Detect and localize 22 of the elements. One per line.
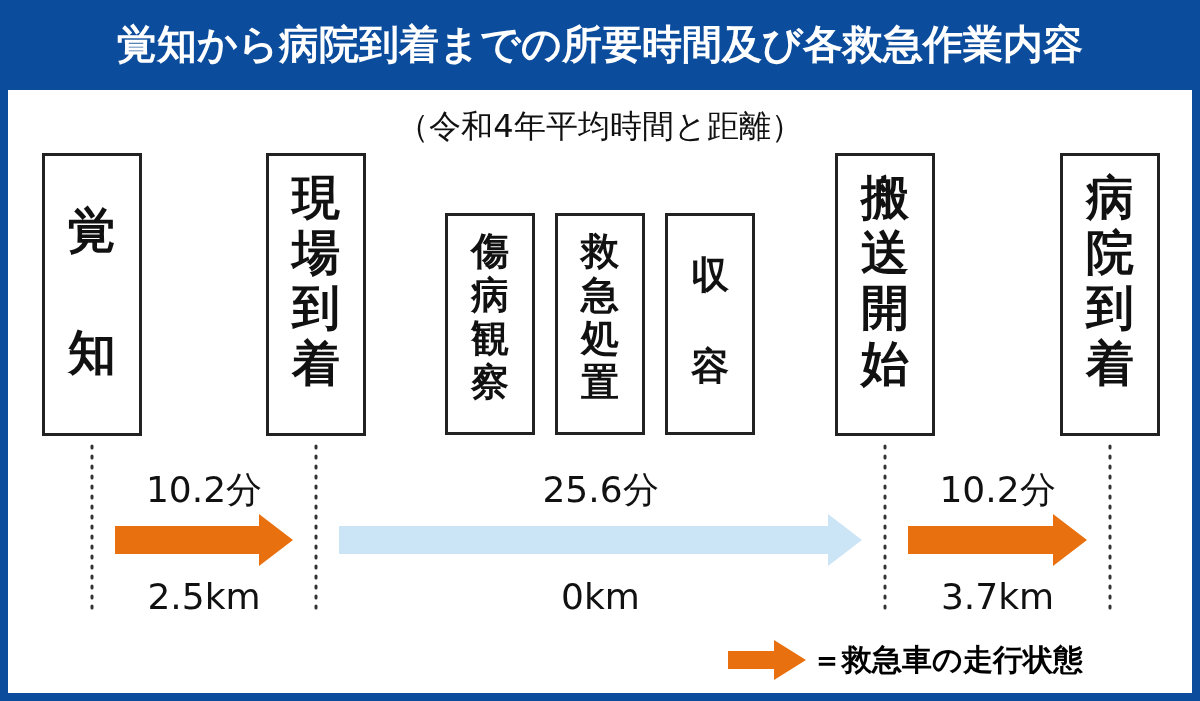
duration-label: 10.2分 xyxy=(145,468,263,512)
event-box xyxy=(266,153,366,436)
event-box xyxy=(1060,153,1160,436)
event-box xyxy=(445,213,535,435)
event-text: 救急処置 xyxy=(581,230,619,407)
distance-label: 3.7km xyxy=(940,576,1055,617)
event-box xyxy=(42,153,142,436)
distance-label: 2.5km xyxy=(147,576,261,617)
event-text: 収容 xyxy=(691,252,729,390)
event-text: 現場到着 xyxy=(292,170,340,393)
legend-text: ＝救急車の走行状態 xyxy=(812,641,1083,679)
event-text: 搬送開始 xyxy=(861,170,909,393)
event-text: 覚知 xyxy=(68,201,116,382)
event-text: 病院到着 xyxy=(1086,170,1134,393)
subtitle: （令和4年平均時間と距離） xyxy=(397,106,803,147)
distance-label: 0km xyxy=(561,576,640,617)
event-box xyxy=(555,213,645,435)
event-text: 傷病観察 xyxy=(471,230,509,407)
duration-label: 10.2分 xyxy=(939,468,1056,512)
event-box xyxy=(665,213,755,435)
duration-label: 25.6分 xyxy=(542,468,659,512)
event-box xyxy=(835,153,935,436)
